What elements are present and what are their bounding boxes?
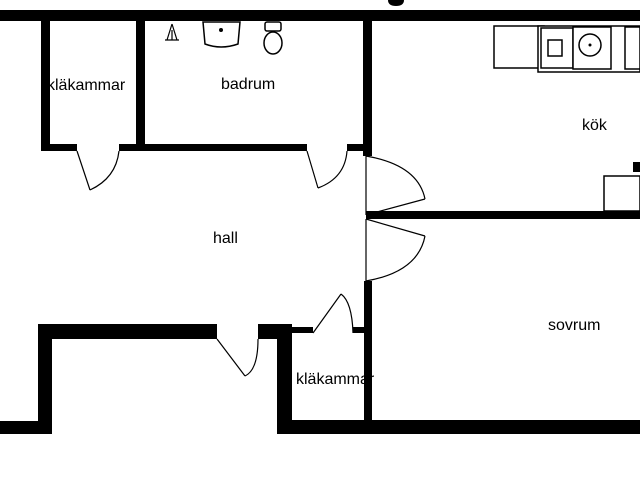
shower-icon	[165, 23, 179, 41]
room-label-badrum: badrum	[221, 76, 275, 93]
wall-bathroom-right	[363, 10, 372, 156]
title-fragment	[388, 0, 404, 6]
wall-lower-closet-left	[277, 324, 292, 434]
room-label-sovrum: sovrum	[548, 317, 600, 334]
door-entrance	[216, 338, 259, 377]
wall-closet-bottom-right	[119, 144, 307, 151]
door-lower-closet	[312, 293, 354, 334]
toilet-icon	[263, 21, 283, 55]
door-top-closet	[76, 150, 120, 191]
room-label-klakammare-top: kläkammar	[47, 77, 126, 94]
wall-bathroom-bottom	[347, 144, 372, 151]
wall-bottom-left-horizontal	[38, 324, 217, 339]
wall-bedroom-left	[364, 281, 372, 425]
wall-closet-right	[136, 10, 145, 150]
wall-kitchen-bedroom	[366, 211, 640, 219]
appliance-icon	[603, 26, 640, 212]
wall-bottom-left-vertical	[38, 324, 52, 434]
door-bathroom	[306, 150, 348, 189]
wall-bottom-left-edge	[0, 421, 52, 434]
wall-lower-closet-top-right	[353, 327, 367, 333]
room-label-hall: hall	[213, 230, 238, 247]
door-bedroom	[365, 218, 426, 282]
kitchen-sink-icon	[572, 26, 612, 70]
wall-bottom-right	[277, 420, 640, 434]
stove-icon	[540, 27, 574, 69]
sink-icon	[202, 21, 241, 48]
wall-closet-bottom-left	[41, 144, 77, 151]
room-label-kok: kök	[582, 117, 608, 134]
walls	[0, 10, 640, 434]
wall-top	[0, 10, 640, 21]
wall-lower-closet-top	[287, 327, 313, 333]
door-kitchen	[365, 155, 426, 216]
doors	[76, 150, 426, 377]
room-label-klakammare-bottom: kläkammar	[296, 371, 375, 388]
wall-closet-left	[41, 10, 50, 150]
